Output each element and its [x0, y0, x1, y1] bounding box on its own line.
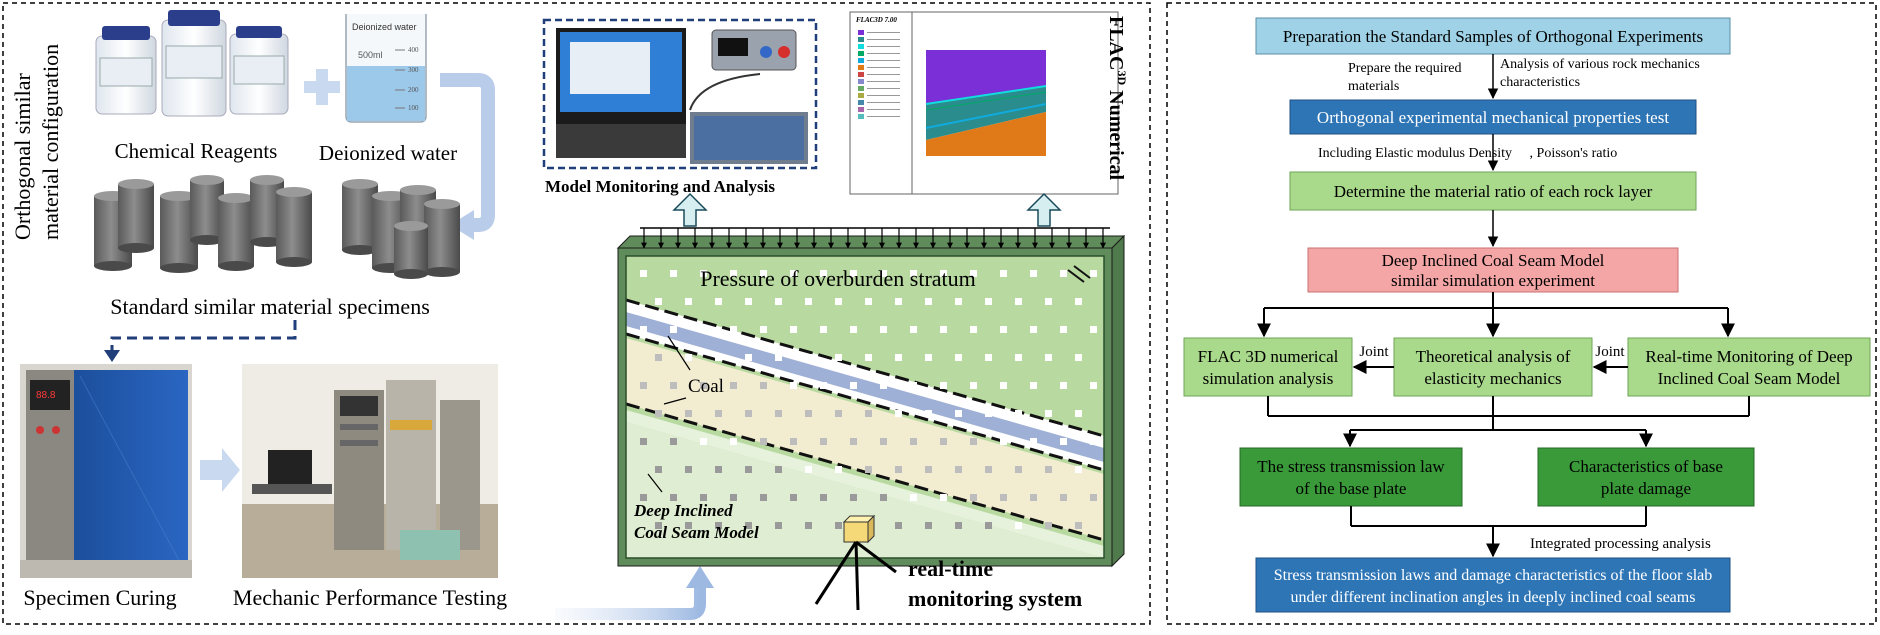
branch-left-line2: simulation analysis — [1203, 369, 1334, 388]
up-arrow-flac — [1026, 192, 1062, 227]
up-arrow-monitoring — [672, 192, 708, 227]
note-right-line2: characteristics — [1500, 75, 1580, 90]
model-monitoring-label: Model Monitoring and Analysis — [545, 177, 775, 196]
branch-mid-line2: elasticity mechanics — [1424, 369, 1561, 388]
plus-icon — [304, 69, 340, 105]
beaker-label: Deionized water — [352, 22, 417, 32]
final-line2: under different inclination angles in de… — [1291, 589, 1696, 606]
vertical-label-line2: material configuration — [38, 44, 63, 240]
monitoring-computer-image — [556, 28, 808, 164]
result-right-box — [1537, 447, 1755, 507]
branch-right-line2: Inclined Coal Seam Model — [1658, 369, 1841, 388]
testing-lab-image — [242, 364, 498, 578]
curing-cabinet-image: 88.8 — [20, 364, 192, 578]
vertical-label-line1: Orthogonal similar — [10, 73, 35, 240]
pressure-arrows — [641, 228, 1106, 249]
result-right-line1: Characteristics of base — [1569, 457, 1723, 476]
coal-pointer-2 — [663, 397, 687, 405]
note-mid: Including Elastic modulus Density , Pois… — [1318, 146, 1617, 161]
model-pointer — [647, 473, 663, 493]
coal-pointer-1 — [667, 335, 691, 371]
flow-arrow-head-1 — [450, 210, 474, 240]
flow-arrow-testing-to-model — [555, 585, 706, 620]
joint-right-label: Joint — [1595, 344, 1625, 360]
flow-arrow-water-to-specimens — [440, 73, 495, 232]
beaker-volume: 500ml — [358, 50, 383, 60]
final-line1: Stress transmission laws and damage char… — [1274, 567, 1713, 584]
standard-specimens-label: Standard similar material specimens — [110, 294, 430, 319]
step3-box — [1289, 171, 1697, 211]
note-right-line1: Analysis of various rock mechanics — [1500, 57, 1700, 72]
specimen-curing-label: Specimen Curing — [23, 585, 176, 610]
flac-vertical-label: FLAC3D Numerical — [1105, 16, 1129, 181]
step4-box — [1307, 247, 1679, 293]
monitoring-box — [542, 18, 818, 170]
branch-left-box — [1183, 337, 1353, 397]
result-left-box — [1239, 447, 1463, 507]
step2-text: Orthogonal experimental mechanical prope… — [1317, 108, 1669, 127]
flow-arrow-curing-to-testing — [200, 448, 240, 492]
step1-box — [1255, 17, 1731, 55]
branch-left-line1: FLAC 3D numerical — [1198, 347, 1339, 366]
coal-seam-model — [616, 234, 1126, 568]
beaker-tick-100: 100 — [408, 104, 419, 112]
beaker-tick-300: 300 — [408, 66, 419, 74]
note-left-line2: materials — [1348, 79, 1399, 94]
right-panel-frame — [1166, 2, 1877, 625]
result-left-line1: The stress transmission law — [1257, 457, 1445, 476]
branch-mid-line1: Theoretical analysis of — [1416, 347, 1571, 366]
flac-screenshot: FLAC3D 7.00 — [849, 11, 1119, 195]
flac-software-title: FLAC3D 7.00 — [856, 16, 897, 24]
step4-line1: Deep Inclined Coal Seam Model — [1382, 251, 1605, 270]
monitoring-label-line2: monitoring system — [908, 586, 1082, 611]
deionized-water-label: Deionized water — [319, 141, 457, 165]
branch-right-line1: Real-time Monitoring of Deep — [1645, 347, 1852, 366]
branch-right-box — [1627, 337, 1871, 397]
chemical-reagents-image — [95, 10, 289, 117]
beaker-tick-200: 200 — [408, 86, 419, 94]
step1-text: Preparation the Standard Samples of Orth… — [1283, 27, 1703, 46]
model-label-line1: Deep Inclined — [633, 501, 733, 520]
note-integrated: Integrated processing analysis — [1530, 536, 1711, 552]
left-panel-frame — [2, 2, 1151, 625]
joint-left-label: Joint — [1359, 344, 1389, 360]
final-box — [1255, 557, 1731, 613]
monitoring-label-line1: real-time — [908, 556, 993, 581]
result-left-line2: of the base plate — [1296, 479, 1407, 498]
svg-text:88.8: 88.8 — [36, 390, 56, 401]
model-label-line2: Coal Seam Model — [634, 523, 759, 542]
pressure-label: Pressure of overburden stratum — [700, 266, 976, 291]
chemical-reagents-label: Chemical Reagents — [115, 139, 278, 163]
step2-box — [1289, 99, 1697, 135]
specimens-image — [94, 175, 460, 279]
monitoring-sensor-icon — [814, 514, 897, 611]
step4-line2: similar simulation experiment — [1391, 271, 1595, 290]
mechanic-testing-label: Mechanic Performance Testing — [233, 585, 507, 610]
flow-arrow-head-3 — [686, 566, 714, 588]
result-right-line2: plate damage — [1601, 479, 1691, 498]
beaker-tick-400: 400 — [408, 46, 419, 54]
beaker-image: Deionized water 500ml 400 300 200 100 — [345, 14, 427, 123]
note-left-line1: Prepare the required — [1348, 61, 1462, 76]
step3-text: Determine the material ratio of each roc… — [1334, 182, 1653, 201]
coal-label: Coal — [688, 376, 724, 397]
dashed-arrow-to-curing — [110, 320, 297, 354]
dashed-arrow-head — [104, 350, 120, 362]
